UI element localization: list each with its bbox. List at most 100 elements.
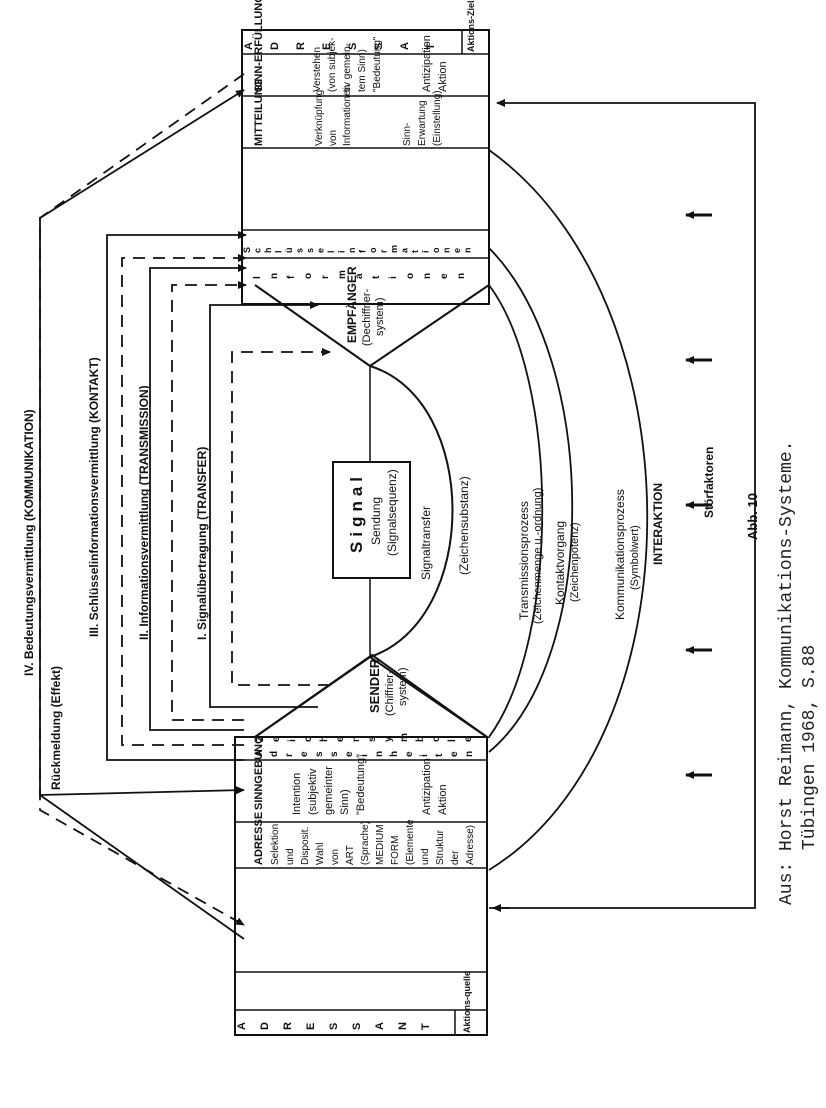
schluessel-letter: e <box>452 248 462 253</box>
adresseinheit-letter: r <box>284 753 295 757</box>
adressant-letter: T <box>420 1023 432 1030</box>
adresseinheit-letter: i <box>359 754 370 757</box>
schluessel-letter: f <box>358 249 368 253</box>
adresse-line: Adresse) <box>465 825 476 865</box>
schluessel-letter: n <box>347 248 357 254</box>
zeichen-letter: e <box>271 736 282 742</box>
adresseinheit-letter: i <box>419 754 430 757</box>
schluessel-letter: c <box>253 248 263 253</box>
adressat-letter: T <box>425 43 437 50</box>
information-letter: r <box>320 275 331 279</box>
adresse-line: (Sprache) <box>360 821 371 865</box>
mitteilung-bottom: Erwartung <box>417 100 428 146</box>
schluessel-letter: n <box>442 248 452 254</box>
adressant-letter: R <box>282 1022 294 1030</box>
level-i-line <box>209 301 319 708</box>
kontakt-arc <box>488 247 574 753</box>
adressat-letter: S <box>347 43 359 50</box>
adresseinheit-letter: n <box>464 751 475 757</box>
sender-edge <box>254 656 371 738</box>
kommunikation-sub: (Symbolwert) <box>629 525 641 590</box>
mitteilung-line: Verknüpfung <box>314 90 325 146</box>
aktionsquelle-label: Aktions-quelle <box>462 971 472 1033</box>
adresseinheit-letter: t <box>434 753 445 757</box>
adressat-block <box>241 29 490 305</box>
adresseinheit-letter: s <box>329 751 340 757</box>
signaltransfer-sub: (Zeichensubstanz) <box>457 476 471 575</box>
adresse-line: ART <box>345 845 356 865</box>
adressat-letter: D <box>269 42 281 50</box>
zeichen-letter: y <box>383 736 394 742</box>
adressat-letter: E <box>321 43 333 50</box>
schluessel-letter: s <box>295 248 305 253</box>
zeichen-letter: m <box>399 733 410 742</box>
schluessel-letter: h <box>263 248 273 254</box>
information-letter: n <box>422 273 433 279</box>
receiver-sub1: (Dechiffrier- <box>361 288 373 346</box>
schluessel-letter: n <box>463 248 473 254</box>
information-letter: n <box>456 273 467 279</box>
schluessel-letter: l <box>326 250 336 253</box>
adresseinheit-letter: A <box>254 750 265 757</box>
information-letter: t <box>371 275 382 279</box>
transmission-sub: (Zeichenmenge u.-ordnung) <box>532 488 544 624</box>
adresseinheit-letter: e <box>299 751 310 757</box>
signaltransfer-arc <box>369 365 454 658</box>
schluessel-letter: s <box>305 248 315 253</box>
kommunikation-arc <box>488 149 648 871</box>
adressant-letter: A <box>236 1022 248 1030</box>
adressat-letter: R <box>295 42 307 50</box>
receiver-title: EMPFÄNGER <box>344 266 359 343</box>
level-iv-label: IV. Bedeutungsvermittlung (KOMMUNIKATION… <box>22 409 36 676</box>
schluessel-letter: i <box>337 250 347 253</box>
sinnerfuellung-line: "Bedeutung" <box>372 36 383 92</box>
singgebung-line: "Bedeutung" <box>355 754 367 815</box>
adressant-letter: S <box>328 1023 340 1030</box>
adressat-letter: A <box>399 42 411 50</box>
schluessel-letter: l <box>274 250 284 253</box>
level-i-line-dashed <box>231 348 331 686</box>
zeichen-letter: l <box>447 739 458 742</box>
information-letter: e <box>439 273 450 279</box>
schluessel-letter: i <box>421 250 431 253</box>
adresseinheit-letter: e <box>449 751 460 757</box>
adresseinheit-letter: e <box>344 751 355 757</box>
adresseinheit-letter: s <box>314 751 325 757</box>
sinnerfuellung-bottom: Antizipation <box>421 35 433 92</box>
adressant-letter: N <box>397 1022 409 1030</box>
zeichen-letter: c <box>303 736 314 742</box>
schluessel-letter: o <box>368 247 378 253</box>
adresse-line: Wahl <box>315 843 326 865</box>
sender-sub2: system) <box>397 668 409 707</box>
adresse-line: und <box>420 848 431 865</box>
mitteilung-line: von <box>328 130 339 146</box>
receiver-sub2: system) <box>374 298 386 337</box>
level-iii-line <box>106 231 247 761</box>
singgebung-bottom: Aktion <box>437 784 449 815</box>
level-iv-line <box>39 89 245 940</box>
adresse-line: Disposit. <box>300 827 311 865</box>
signal-sub1: Sendung <box>369 497 383 545</box>
adresse-line: Selektion <box>270 824 281 865</box>
adresse-line: der <box>450 850 461 865</box>
adressant-letter: D <box>259 1022 271 1030</box>
zeichen-letter: e <box>463 736 474 742</box>
level-iv-line-left <box>39 786 245 796</box>
singgebung-line: (subjektiv <box>307 768 319 815</box>
adresse-line: und <box>285 848 296 865</box>
level-labels: IV. Bedeutungsvermittlung (KOMMUNIKATION… <box>22 357 209 790</box>
schluessel-letter: t <box>410 250 420 253</box>
singgebung-line: Intention <box>291 773 303 815</box>
kommunikation-label: Kommunikationsprozess <box>613 489 627 620</box>
kontakt-sub: (Zeichenpotenz) <box>569 523 581 603</box>
singgebung-line: gemeinter <box>323 766 335 815</box>
interaktion-label: INTERAKTION <box>651 483 665 565</box>
singgebung-head: SINNGEBUNG <box>253 735 265 810</box>
feedback-line <box>39 73 245 926</box>
information-letter: a <box>354 273 365 279</box>
adresse-line: FORM <box>390 836 401 865</box>
zeichen-letter: h <box>319 736 330 742</box>
information-letter: i <box>388 276 399 279</box>
